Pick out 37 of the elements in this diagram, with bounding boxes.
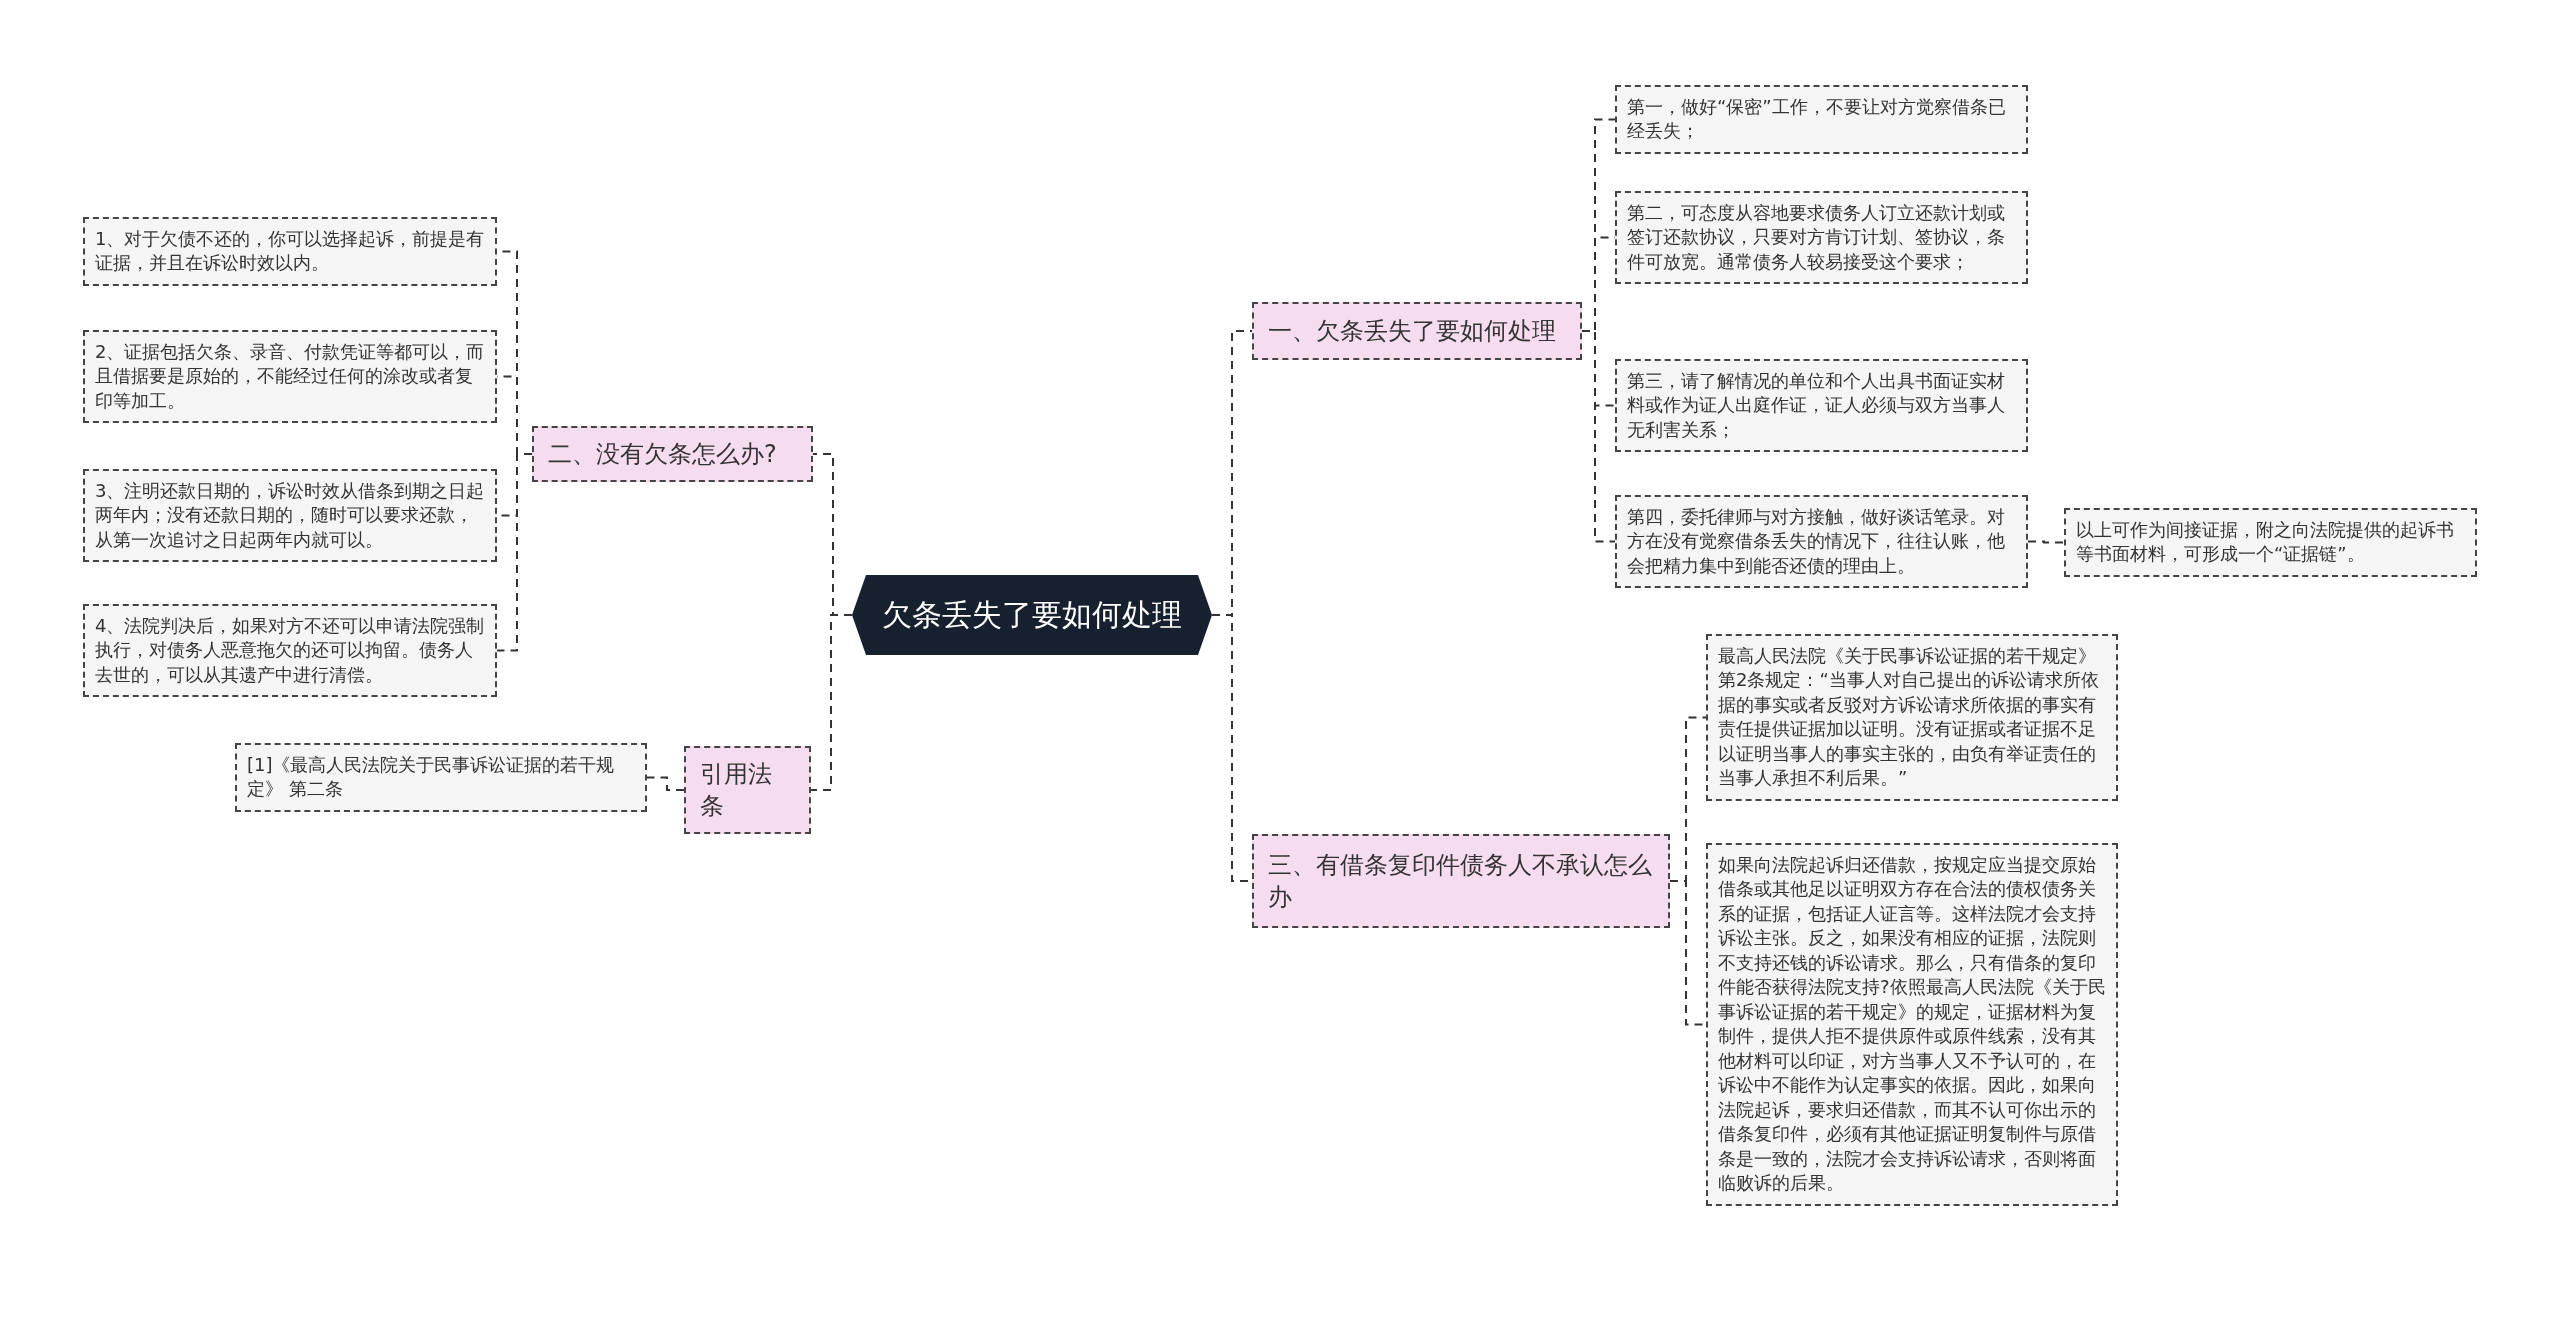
note-card — [1615, 495, 2028, 589]
topic-text: 三、有借条复印件债务人不承认怎么办 — [1268, 850, 1653, 913]
note-card — [1615, 191, 2028, 285]
note-card — [83, 469, 497, 563]
branch-topic — [1252, 302, 1582, 360]
branch-topic — [684, 746, 811, 834]
topic-text: 欠条丢失了要如何处理 — [882, 595, 1182, 634]
connector-line — [646, 776, 685, 791]
connector-line — [810, 614, 853, 791]
note-text: 以上可作为间接证据，附之向法院提供的起诉书等书面材料，可形成一个“证据链”。 — [2076, 518, 2455, 567]
note-card — [83, 604, 497, 698]
note-text: [1]《最高人民法院关于民事诉讼证据的若干规定》 第二条 — [247, 753, 616, 802]
note-card — [1615, 85, 2028, 154]
topic-text: 引用法条 — [700, 759, 773, 822]
note-card — [83, 330, 497, 424]
note-text: 如果向法院起诉归还借款，按规定应当提交原始借条或其他足以证明双方存在合法的债权债务关系的证据，包括证人证言等。这样法院才会支持诉讼主张。反之，如果没有相应的证据，法院则不支持还钱的诉讼请求。那么，只有借条的复印件能否获得法院支持?依照最高人民法院《关于民事诉讼证据的若干规定》的规定，证据材料为复制件，提供人拒不提供原件或原件线索，没有其他材料可以印证，对方当事人又不予认可的，在诉讼中不能作为认定事实的依据。因此，如果向法院起诉，要求归还借款，而其不认可你出示的借条复印件，必须有其他证据证明复制件与原借条是一致的，法院才会支持诉讼请求，否则将面临败诉的后果。 — [1718, 853, 2106, 1196]
note-card — [1615, 359, 2028, 453]
connector-line — [1581, 330, 1616, 543]
note-text: 2、证据包括欠条、录音、付款凭证等都可以，而且借据要是原始的，不能经过任何的涂改或者复印等加工。 — [95, 340, 485, 413]
branch-topic — [532, 426, 813, 482]
note-text: 3、注明还款日期的，诉讼时效从借条到期之日起两年内；没有还款日期的，随时可以要求还款，从第一次追讨之日起两年内就可以。 — [95, 479, 485, 552]
note-text: 第二，可态度从容地要求债务人订立还款计划或签订还款协议，只要对方肯订计划、签协议，条件可放宽。通常债务人较易接受这个要求； — [1627, 201, 2006, 274]
connector-line — [496, 453, 533, 652]
note-text: 最高人民法院《关于民事诉讼证据的若干规定》第2条规定：“当事人对自己提出的诉讼请求所依据的事实或者反驳对方诉讼请求所依据的事实有责任提供证据加以证明。没有证据或者证据不足以证明当事人的事实主张的，由负有举证责任的当事人承担不利后果。” — [1718, 644, 2100, 791]
topic-text: 二、没有欠条怎么办? — [548, 439, 777, 470]
branch-topic — [1252, 834, 1670, 928]
note-text: 第一，做好“保密”工作，不要让对方觉察借条已经丢失； — [1627, 95, 2007, 144]
topic-text: 一、欠条丢失了要如何处理 — [1268, 316, 1556, 347]
note-card — [1706, 634, 2118, 801]
note-card — [83, 217, 497, 286]
note-text: 4、法院判决后，如果对方不还可以申请法院强制执行，对债务人恶意拖欠的还可以拘留。债务人去世的，可以从其遗产中进行清偿。 — [95, 614, 485, 687]
note-card — [235, 743, 647, 812]
note-card — [2064, 508, 2477, 577]
connector-line — [2027, 540, 2065, 544]
note-text: 第三，请了解情况的单位和个人出具书面证实材料或作为证人出庭作证，证人必须与双方当事人无利害关系； — [1627, 369, 2006, 442]
note-text: 1、对于欠债不还的，你可以选择起诉，前提是有证据，并且在诉讼时效以内。 — [95, 227, 485, 276]
note-text: 第四，委托律师与对方接触，做好谈话笔录。对方在没有觉察借条丢失的情况下，往往认账，他会把精力集中到能否还债的理由上。 — [1627, 505, 2006, 578]
